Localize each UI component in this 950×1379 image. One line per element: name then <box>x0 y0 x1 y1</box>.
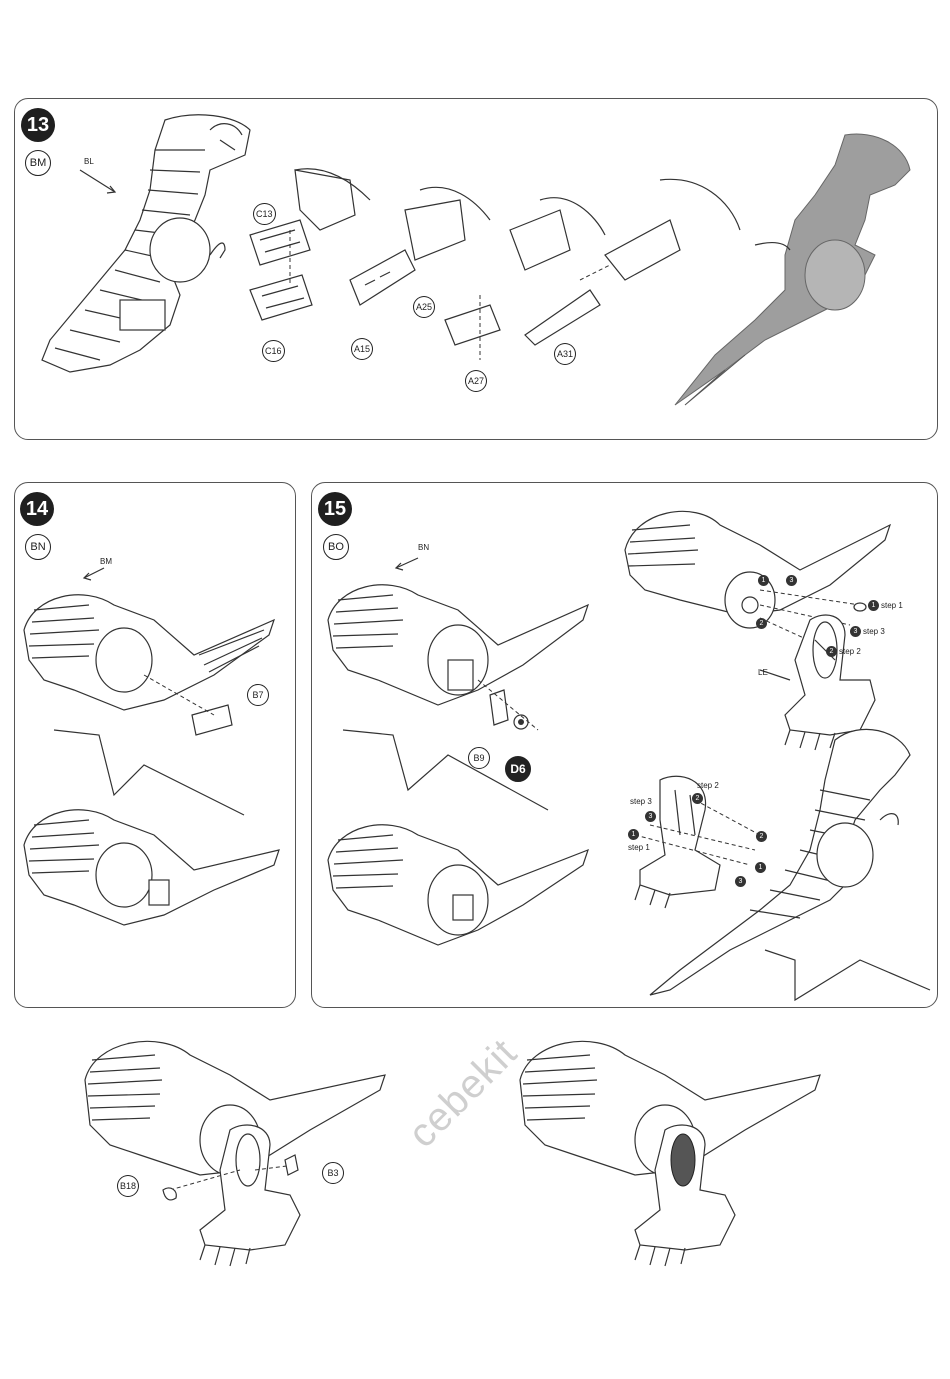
step-14-bag-label: BN <box>25 534 51 560</box>
lower-step-note-2: step 2 <box>697 781 719 790</box>
final-assembly-left <box>70 1030 400 1290</box>
marker-1: 1 <box>758 575 769 586</box>
part-tag-a27: A27 <box>465 370 487 392</box>
part-tag-b18: B18 <box>117 1175 139 1197</box>
marker-3: 3 <box>735 876 746 887</box>
marker-2: 2 <box>692 793 703 804</box>
leg-assembly-illustrations <box>610 490 940 1010</box>
upper-step-note-2: 2 step 2 <box>826 646 861 657</box>
marker-3: 3 <box>645 811 656 822</box>
part-tag-b3: B3 <box>322 1162 344 1184</box>
marker-2: 2 <box>756 831 767 842</box>
leg-part-label: LE <box>758 668 768 677</box>
final-assembly-right <box>505 1030 835 1290</box>
part-tag-b7: B7 <box>247 684 269 706</box>
step-14-illustrations <box>14 560 294 940</box>
part-tag-a25: A25 <box>413 296 435 318</box>
step-number-marker: 2 <box>826 646 837 657</box>
step-13-body-illustration <box>20 110 260 400</box>
step-note-text: step 3 <box>630 797 652 806</box>
step-14-number: 14 <box>20 492 54 526</box>
marker-2: 2 <box>756 618 767 629</box>
step-note-text: step 1 <box>628 843 650 852</box>
step-note-text: step 2 <box>839 647 861 656</box>
upper-step-note-1: 1 step 1 <box>868 600 903 611</box>
step-15-illustrations <box>318 550 608 970</box>
step-note-text: step 1 <box>881 601 903 610</box>
marker-1: 1 <box>628 829 639 840</box>
step-13-result-photo <box>665 125 925 410</box>
step-number-marker: 1 <box>868 600 879 611</box>
part-tag-c16: C16 <box>262 340 285 362</box>
upper-step-note-3: 3 step 3 <box>850 626 885 637</box>
part-tag-d6: D6 <box>505 756 531 782</box>
part-tag-c13: C13 <box>253 203 276 225</box>
marker-1: 1 <box>755 862 766 873</box>
part-tag-b9: B9 <box>468 747 490 769</box>
lower-step-note-1: step 1 <box>628 843 650 852</box>
lower-step-note-3: step 3 <box>630 797 652 806</box>
step-15-number: 15 <box>318 492 352 526</box>
marker-3: 3 <box>786 575 797 586</box>
part-tag-a31: A31 <box>554 343 576 365</box>
step-note-text: step 2 <box>697 781 719 790</box>
step-number-marker: 3 <box>850 626 861 637</box>
part-tag-a15: A15 <box>351 338 373 360</box>
step-note-text: step 3 <box>863 627 885 636</box>
